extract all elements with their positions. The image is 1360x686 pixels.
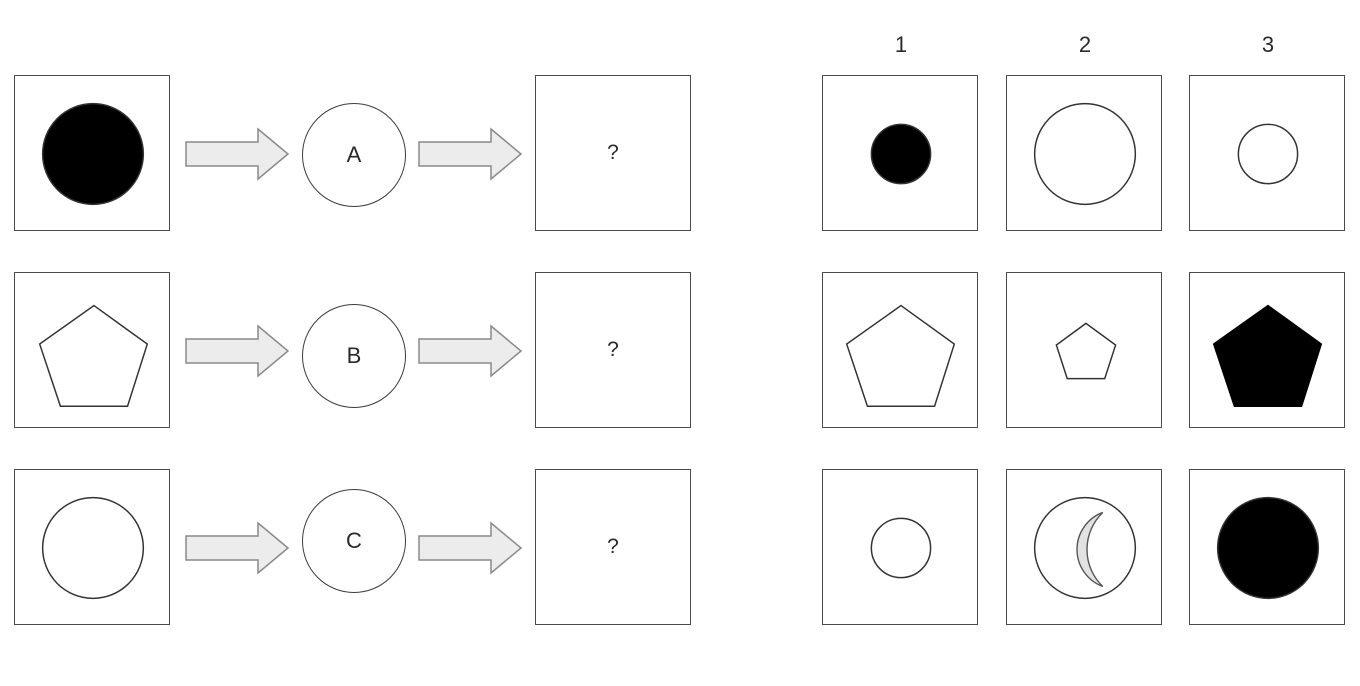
- unknown-result: ?: [607, 141, 619, 164]
- option-row-3-col-2[interactable]: [1006, 469, 1162, 625]
- result-box-row-3: ?: [535, 469, 691, 625]
- arrow-icon: [417, 127, 523, 181]
- result-box-row-1: ?: [535, 75, 691, 231]
- large-circle-outline-shape: [1033, 102, 1137, 206]
- option-row-1-col-2[interactable]: [1006, 75, 1162, 231]
- unknown-result: ?: [607, 338, 619, 361]
- operation-label: B: [346, 343, 362, 368]
- option-row-1-col-1[interactable]: [822, 75, 978, 231]
- small-black-circle-shape: [870, 123, 932, 185]
- small-pentagon-outline-shape: [1055, 322, 1117, 380]
- option-row-2-col-1[interactable]: [822, 272, 978, 428]
- input-box-row-2: [14, 272, 170, 428]
- arrow-icon: [417, 324, 523, 378]
- arrow-icon: [184, 521, 290, 575]
- operation-circle-b: B: [302, 304, 406, 408]
- circle-with-crescent-shape: [1033, 496, 1137, 600]
- black-circle-shape: [1216, 496, 1320, 600]
- arrow-icon: [417, 521, 523, 575]
- pentagon-outline-shape: [845, 304, 956, 408]
- operation-label: A: [346, 142, 362, 167]
- option-row-2-col-2[interactable]: [1006, 272, 1162, 428]
- operation-circle-a: A: [302, 103, 406, 207]
- option-row-1-col-3[interactable]: [1189, 75, 1345, 231]
- black-pentagon-shape: [1212, 304, 1323, 408]
- option-column-1-label: 1: [894, 32, 908, 57]
- circle-outline-shape: [41, 496, 145, 600]
- operation-circle-c: C: [302, 489, 406, 593]
- result-box-row-2: ?: [535, 272, 691, 428]
- option-row-2-col-3[interactable]: [1189, 272, 1345, 428]
- small-circle-outline-shape: [870, 517, 932, 579]
- option-column-2-label: 2: [1078, 32, 1092, 57]
- option-column-3-label: 3: [1261, 32, 1275, 57]
- black-circle-shape: [41, 102, 145, 206]
- input-box-row-3: [14, 469, 170, 625]
- option-row-3-col-3[interactable]: [1189, 469, 1345, 625]
- unknown-result: ?: [607, 535, 619, 558]
- input-box-row-1: [14, 75, 170, 231]
- arrow-icon: [184, 127, 290, 181]
- arrow-icon: [184, 324, 290, 378]
- pentagon-outline-shape: [38, 304, 149, 408]
- crescent-icon: [1076, 511, 1104, 588]
- option-row-3-col-1[interactable]: [822, 469, 978, 625]
- small-circle-outline-shape: [1237, 123, 1299, 185]
- operation-label: C: [346, 528, 362, 553]
